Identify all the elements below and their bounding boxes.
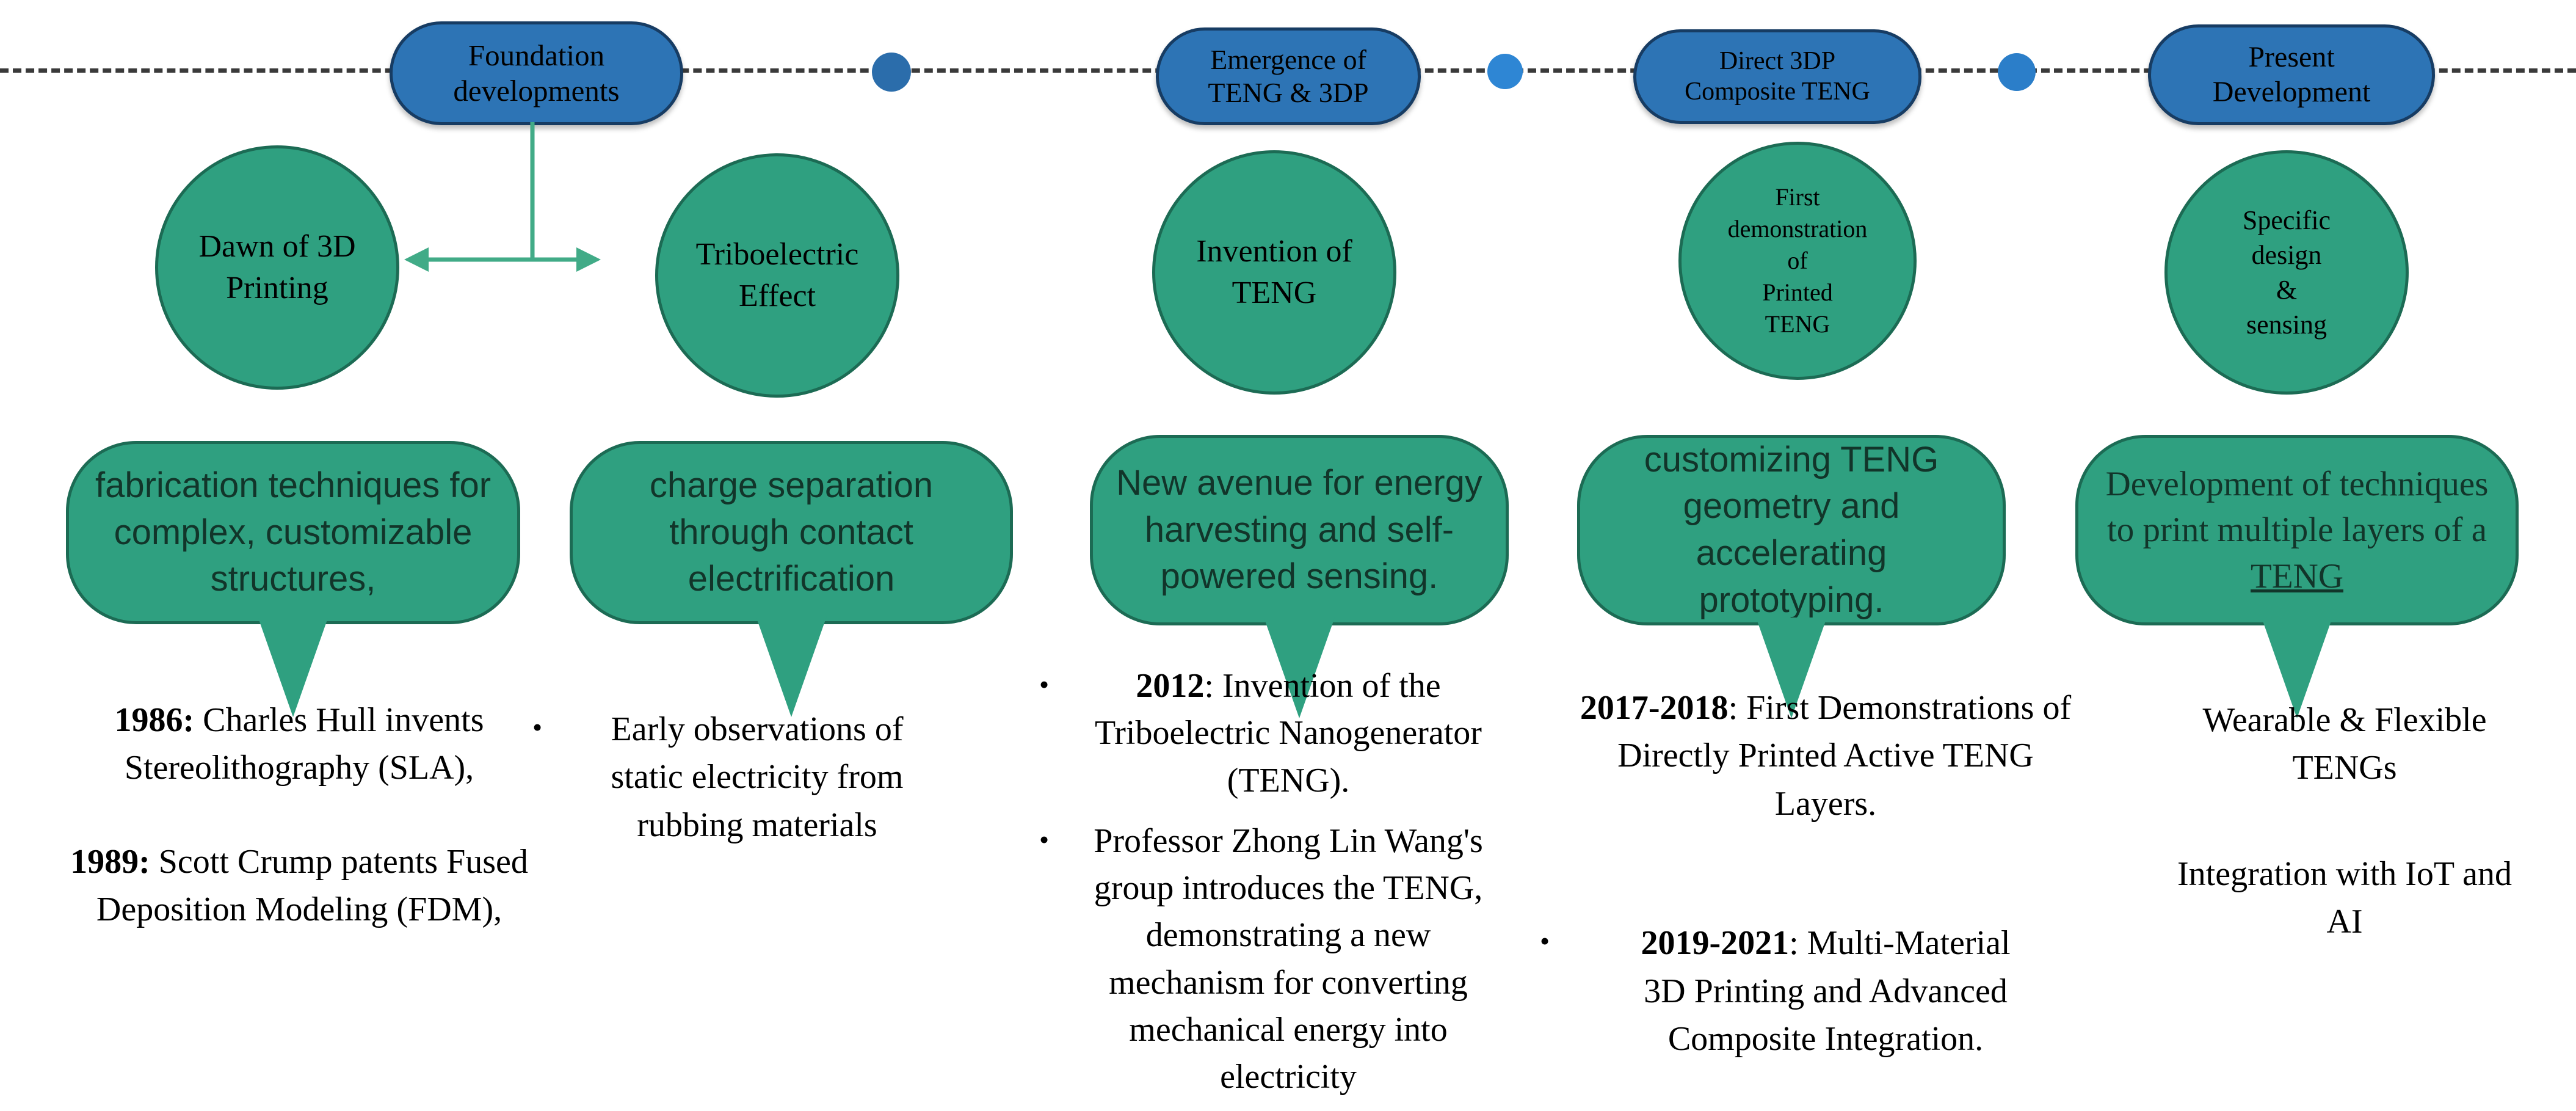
milestone-label: Dawn of 3D Printing (198, 229, 356, 305)
note-text: 2019-2021: Multi-Material 3D Printing an… (1641, 924, 2011, 1058)
note-text: Early observations of static electricity… (611, 710, 904, 844)
note-text: Wearable & Flexible TENGs (2202, 701, 2487, 787)
timeline-dot (1998, 53, 2036, 91)
notes-block-triboelectric-effect: • Early observations of static electrici… (525, 705, 989, 849)
note-text: 1986: Charles Hull invents Stereolithogr… (114, 701, 484, 787)
milestone-label: Triboelectric Effect (695, 237, 859, 313)
stage-pill-present-development: Present Development (2148, 24, 2435, 125)
bubble-tail (258, 616, 328, 717)
callout-bubble-charge-separation: charge separation through contact electr… (570, 441, 1013, 717)
note-item: 1989: Scott Crump patents Fused Depositi… (18, 838, 580, 934)
notes-block-3d-printing: 1986: Charles Hull invents Stereolithogr… (18, 696, 580, 934)
stage-label: Present Development (2212, 40, 2371, 108)
stage-pill-foundation-developments: Foundation developments (390, 21, 683, 125)
callout-text: fabrication techniques for complex, cust… (95, 465, 492, 599)
milestone-label: Invention of TENG (1196, 234, 1352, 310)
bullet: • (1039, 669, 1050, 700)
callout-bubble-fabrication-techniques: fabrication techniques for complex, cust… (66, 441, 520, 717)
note-item: • Early observations of static electrici… (525, 705, 989, 849)
bubble-tail (2262, 617, 2332, 718)
milestone-circle-invention-of-teng: Invention of TENG (1152, 150, 1396, 395)
callout-text-underlined: TENG (2251, 556, 2343, 596)
callout-text: Development of techniques to print multi… (2099, 461, 2496, 599)
timeline-dot (872, 53, 911, 92)
callout-text: charge separation through contact electr… (649, 465, 934, 599)
milestone-circle-specific-design-sensing: Specific design & sensing (2164, 150, 2409, 395)
bubble-tail (756, 616, 827, 717)
callout-text: New avenue for energy harvesting and sel… (1116, 463, 1482, 597)
notes-block-printed-teng: 2017-2018: First Demonstrations of Direc… (1533, 684, 2119, 1063)
stage-label: Foundation developments (453, 38, 620, 107)
bullet: • (1039, 823, 1050, 855)
milestone-circle-first-demonstration-printed-teng: First demonstration of Printed TENG (1678, 142, 1917, 380)
bubble-tail (1264, 617, 1335, 718)
note-text: 2017-2018: First Demonstrations of Direc… (1580, 689, 2072, 823)
callout-bubble-new-avenue: New avenue for energy harvesting and sel… (1090, 435, 1509, 718)
note-item: Integration with IoT and AI (2137, 850, 2552, 946)
callout-bubble-customizing-teng: customizing TENG geometry and accelerati… (1577, 435, 2006, 718)
milestone-circle-dawn-of-3d-printing: Dawn of 3D Printing (155, 145, 399, 390)
milestone-circle-triboelectric-effect: Triboelectric Effect (655, 153, 899, 398)
stage-pill-direct-3dp-composite-teng: Direct 3DP Composite TENG (1633, 29, 1921, 124)
notes-block-present-development: Wearable & Flexible TENGs Integration wi… (2137, 696, 2552, 946)
note-text: Integration with IoT and AI (2177, 854, 2512, 941)
callout-text-main: Development of techniques to print multi… (2105, 465, 2489, 550)
note-text: Professor Zhong Lin Wang's group introdu… (1094, 821, 1483, 1096)
milestone-label: First demonstration of Printed TENG (1727, 183, 1868, 338)
timeline-dot (1487, 54, 1523, 89)
notes-block-invention-of-teng: • 2012: Invention of the Triboelectric N… (1032, 663, 1545, 1101)
stage-label: Emergence of TENG & 3DP (1208, 43, 1369, 108)
note-text: 1989: Scott Crump patents Fused Depositi… (70, 842, 528, 929)
note-item: Wearable & Flexible TENGs (2137, 696, 2552, 792)
callout-bubble-development-of-techniques: Development of techniques to print multi… (2075, 435, 2519, 718)
stage-label: Direct 3DP Composite TENG (1685, 46, 1870, 106)
branch-arrow-icon (404, 122, 601, 272)
bullet: • (532, 712, 543, 743)
note-item: 1986: Charles Hull invents Stereolithogr… (18, 696, 580, 792)
callout-text: customizing TENG geometry and accelerati… (1644, 439, 1939, 620)
stage-pill-emergence-of-teng-3dp: Emergence of TENG & 3DP (1156, 27, 1421, 125)
milestone-label: Specific design & sensing (2242, 205, 2331, 340)
note-item: • 2019-2021: Multi-Material 3D Printing … (1533, 919, 2119, 1063)
bullet: • (1540, 925, 1550, 957)
note-item: • Professor Zhong Lin Wang's group intro… (1032, 818, 1545, 1101)
note-text: 2012: Invention of the Triboelectric Nan… (1095, 667, 1482, 800)
note-item: 2017-2018: First Demonstrations of Direc… (1533, 684, 2119, 828)
note-item: • 2012: Invention of the Triboelectric N… (1032, 663, 1545, 804)
bubble-tail (1756, 617, 1827, 718)
